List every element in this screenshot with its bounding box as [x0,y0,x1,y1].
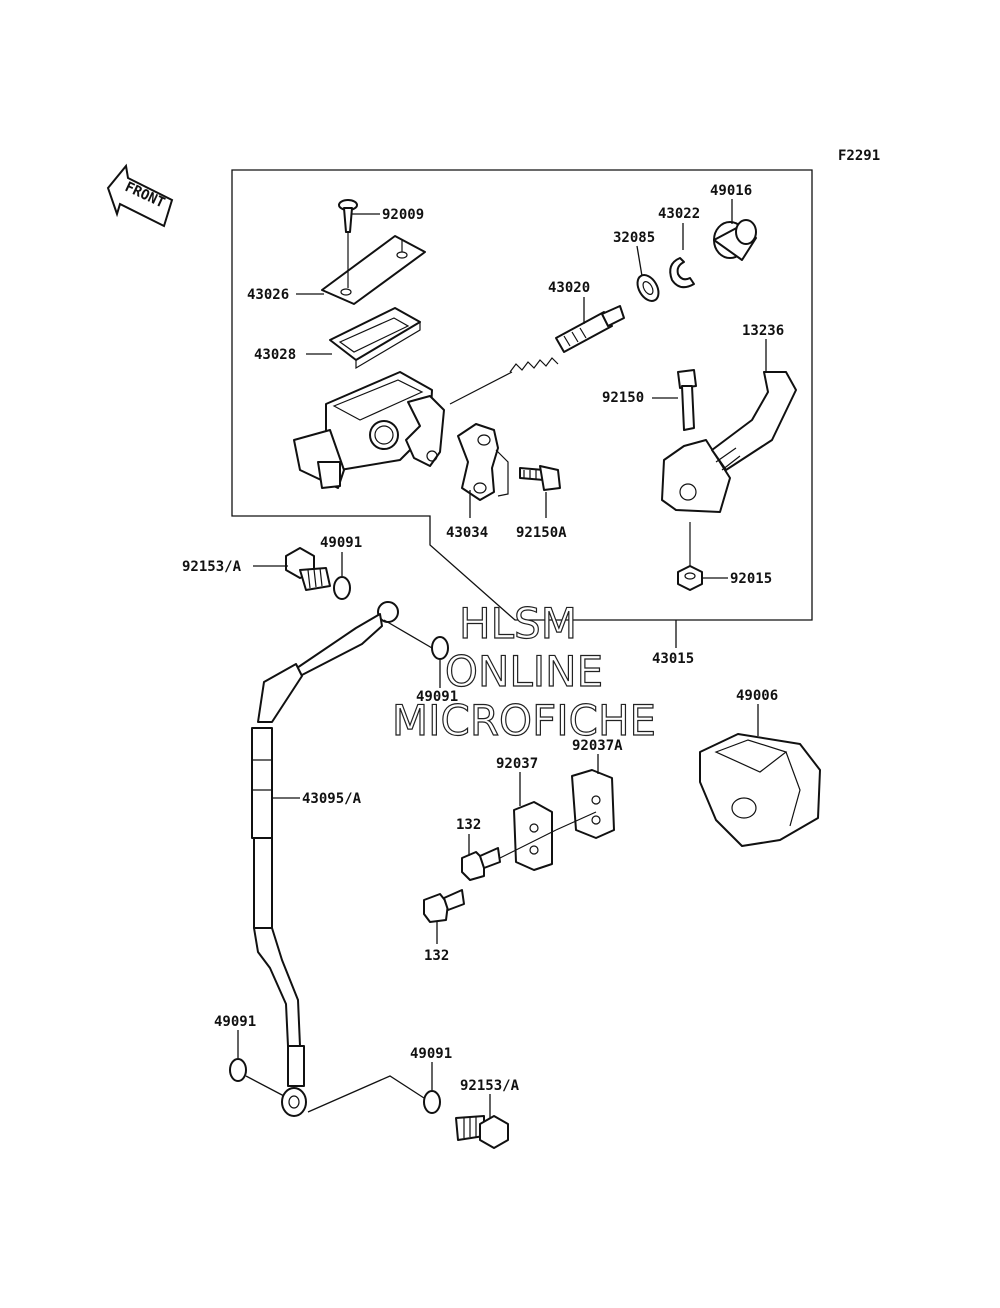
brake-hose-43095 [251,601,399,1117]
brake-lever-13236 [661,371,797,513]
label-49091-lower-right: 49091 [410,1046,452,1062]
piston-spring-43020 [449,305,625,405]
label-92153A-top: 92153/A [182,559,242,575]
label-43022: 43022 [658,206,700,222]
watermark: HLSM ONLINE MICROFICHE [391,598,656,745]
clamp-43034 [457,423,499,501]
washer-49091-lower-left [229,1058,247,1082]
watermark-line2: ONLINE [445,647,603,696]
washer-32085 [636,274,660,302]
label-43034: 43034 [446,525,488,541]
label-92150A: 92150A [516,525,567,541]
label-43028: 43028 [254,347,296,363]
label-43020: 43020 [548,280,590,296]
label-92153A-bottom: 92153/A [460,1078,520,1094]
boot-49016 [713,219,757,261]
nut-92015 [677,565,703,591]
label-92015: 92015 [730,571,772,587]
washer-49091-lower-right [423,1090,441,1114]
bolt-92150A [519,465,561,491]
washer-49091-top [333,576,351,600]
bracket-92037 [513,801,553,871]
label-32085: 32085 [613,230,655,246]
screw-92009 [338,199,358,233]
front-arrow-icon: FRONT [106,163,174,228]
figure-code: F2291 [838,148,880,164]
label-49091-lower-left: 49091 [214,1014,256,1030]
reservoir-cap-43026 [321,235,426,305]
watermark-line1: HLSM [459,599,577,648]
label-49091-top: 49091 [320,535,362,551]
label-43015: 43015 [652,651,694,667]
label-49091-mid: 49091 [416,689,458,705]
label-49016: 49016 [710,183,752,199]
banjo-bolt-top [285,547,331,591]
label-132-lower: 132 [424,948,449,964]
label-43095A: 43095/A [302,791,362,807]
label-92009: 92009 [382,207,424,223]
cover-49006 [699,733,821,847]
label-13236: 13236 [742,323,784,339]
assembly-outline [231,169,813,621]
diaphragm-43028 [329,307,421,361]
bracket-92037A [571,769,615,839]
bolt-132-upper [461,847,501,881]
label-92037A: 92037A [572,738,623,754]
label-92037: 92037 [496,756,538,772]
label-43026: 43026 [247,287,289,303]
pivot-bolt-92150 [677,369,697,431]
label-49006: 49006 [736,688,778,704]
label-92150: 92150 [602,390,644,406]
banjo-bolt-bottom [455,1115,509,1149]
bolt-132-lower [423,889,465,923]
master-cylinder-body [293,371,445,489]
watermark-line3: MICROFICHE [392,696,656,745]
circlip-43022 [669,257,695,289]
label-132-upper: 132 [456,817,481,833]
